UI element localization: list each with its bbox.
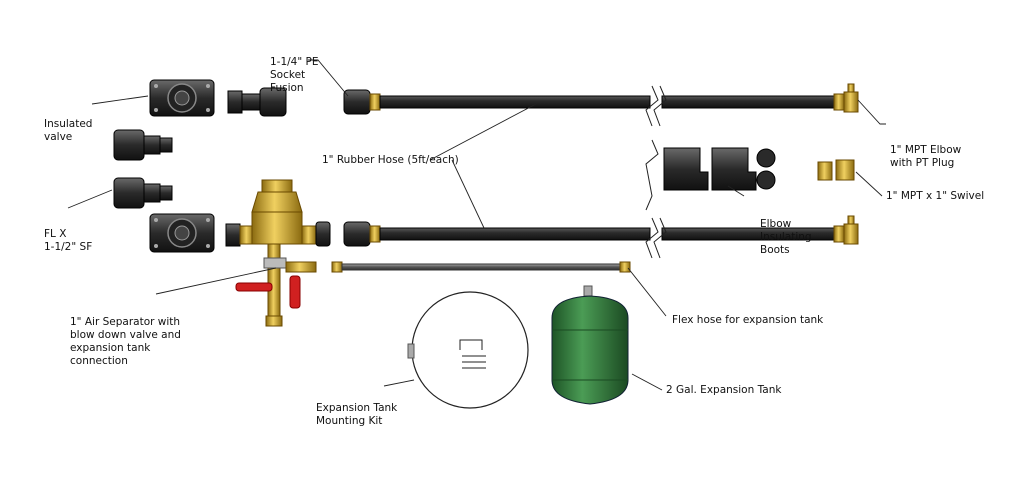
break-marks	[645, 85, 667, 259]
label-swivel: 1" MPT x 1" Swivel	[886, 190, 985, 202]
air-separator	[225, 179, 331, 327]
rubber-hose-top	[343, 83, 859, 115]
leader-lines	[67, 59, 886, 391]
flex-hose	[331, 261, 631, 273]
flx-fitting-1	[113, 129, 173, 161]
expansion-tank-mounting-kit	[407, 291, 529, 409]
label-rubber-hose: 1" Rubber Hose (5ft/each)	[322, 154, 459, 166]
mpt-swivels	[817, 159, 855, 181]
label-flex-hose: Flex hose for expansion tank	[672, 314, 824, 326]
insulated-valve-top	[149, 79, 215, 117]
socket-fusion-fitting	[227, 87, 287, 117]
elbow-insulating-boots	[663, 147, 776, 191]
label-expansion-tank: 2 Gal. Expansion Tank	[666, 384, 782, 396]
insulated-valve-bottom	[149, 213, 215, 253]
flx-fitting-2	[113, 177, 173, 209]
expansion-tank	[551, 285, 629, 405]
rubber-hose-bottom	[343, 215, 859, 247]
